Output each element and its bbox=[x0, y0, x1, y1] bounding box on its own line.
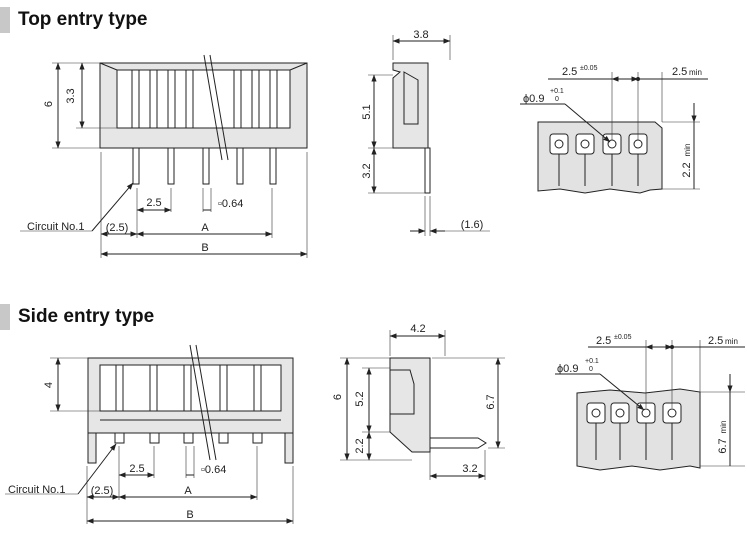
pcb-edge: 2.5 bbox=[672, 66, 687, 78]
dim-pin-length: 3.2 bbox=[462, 463, 477, 475]
circuit-label: Circuit No.1 bbox=[8, 484, 65, 496]
section-title-text: Top entry type bbox=[18, 9, 148, 30]
dim-height: 4 bbox=[43, 382, 55, 388]
title-accent-bar bbox=[0, 7, 10, 33]
dim-a: A bbox=[201, 222, 209, 234]
top-pcb-layout: 2.5 ±0.05 2.5 min ϕ0.9 +0.1 0 2.2 min bbox=[520, 65, 708, 194]
pcb-hole-tol-minus: 0 bbox=[555, 96, 559, 103]
pcb-pads bbox=[549, 133, 648, 186]
pcb-pitch: 2.5 bbox=[596, 335, 611, 347]
pcb-depth: 2.2 bbox=[681, 162, 693, 177]
title-accent-bar bbox=[0, 304, 10, 330]
pcb-hole-tol-plus: +0.1 bbox=[585, 358, 599, 365]
dim-pin-size: ▫0.64 bbox=[218, 198, 243, 210]
pcb-edge-unit: min bbox=[689, 68, 702, 77]
dim-body-height: 5.1 bbox=[361, 104, 373, 119]
side-lead bbox=[429, 437, 487, 449]
pcb-depth-unit: min bbox=[683, 144, 692, 157]
circuit-label: Circuit No.1 bbox=[27, 221, 84, 233]
pcb-hole-tol-plus: +0.1 bbox=[550, 88, 564, 95]
top-front-view: 6 3.3 2.5 ▫0.64 (2.5) A B Circuit No.1 bbox=[20, 54, 308, 258]
side-lead bbox=[424, 147, 431, 194]
dim-offset: (2.5) bbox=[91, 485, 114, 497]
side-housing bbox=[392, 62, 429, 149]
dim-a: A bbox=[184, 485, 192, 497]
dim-pin-length: 3.2 bbox=[361, 163, 373, 178]
break-line bbox=[195, 344, 217, 461]
solder-leads bbox=[114, 432, 263, 444]
pcb-depth: 6.7 bbox=[717, 438, 729, 453]
top-entry-title: Top entry type bbox=[0, 7, 148, 33]
side-pcb-layout: 2.5 ±0.05 2.5 min ϕ0.9 +0.1 0 6.7 min bbox=[555, 334, 745, 471]
pcb-pitch: 2.5 bbox=[562, 66, 577, 78]
pcb-hole: ϕ0.9 bbox=[557, 363, 578, 375]
side-side-view: 4.2 6 5.2 2.2 6.7 3.2 bbox=[332, 323, 505, 480]
dim-b: B bbox=[201, 242, 208, 254]
pcb-hole: ϕ0.9 bbox=[523, 93, 544, 105]
dim-pitch: 2.5 bbox=[129, 463, 144, 475]
break-line bbox=[203, 54, 223, 161]
break-line bbox=[189, 344, 211, 461]
top-side-view: 3.8 5.1 3.2 (1.6) bbox=[361, 29, 490, 236]
dim-offset: (2.5) bbox=[106, 222, 129, 234]
dim-width: 3.8 bbox=[413, 29, 428, 41]
dim-body-height: 5.2 bbox=[354, 391, 366, 406]
pcb-edge: 2.5 bbox=[708, 335, 723, 347]
dim-inner-height: 3.3 bbox=[65, 88, 77, 103]
side-front-view: 4 2.5 ▫0.64 (2.5) A B Circuit No.1 bbox=[5, 344, 294, 524]
contact-pins bbox=[115, 364, 262, 412]
dim-total-height: 6 bbox=[332, 394, 344, 400]
break-line bbox=[209, 54, 229, 161]
pcb-outline bbox=[537, 121, 663, 194]
dim-right-height: 6.7 bbox=[485, 394, 497, 409]
pcb-depth-unit: min bbox=[719, 421, 728, 434]
dim-width: 4.2 bbox=[410, 323, 425, 335]
pcb-pitch-tol: ±0.05 bbox=[580, 65, 598, 72]
section-title-text: Side entry type bbox=[18, 306, 155, 327]
pcb-pitch-tol: ±0.05 bbox=[614, 334, 632, 341]
dim-pin-offset: (1.6) bbox=[461, 219, 484, 231]
side-housing bbox=[389, 357, 431, 453]
pcb-pads bbox=[586, 402, 682, 460]
contact-pins bbox=[131, 69, 278, 129]
pcb-hole-tol-minus: 0 bbox=[589, 366, 593, 373]
dim-b: B bbox=[186, 509, 193, 521]
dim-pin-height: 2.2 bbox=[354, 438, 366, 453]
pcb-edge-unit: min bbox=[725, 337, 738, 346]
dim-pitch: 2.5 bbox=[146, 197, 161, 209]
dim-height: 6 bbox=[43, 101, 55, 107]
housing-cavity bbox=[116, 69, 291, 129]
solder-leads bbox=[132, 147, 277, 185]
dim-pin-size: ▫0.64 bbox=[201, 464, 226, 476]
side-entry-title: Side entry type bbox=[0, 304, 154, 330]
pcb-outline bbox=[576, 388, 701, 471]
